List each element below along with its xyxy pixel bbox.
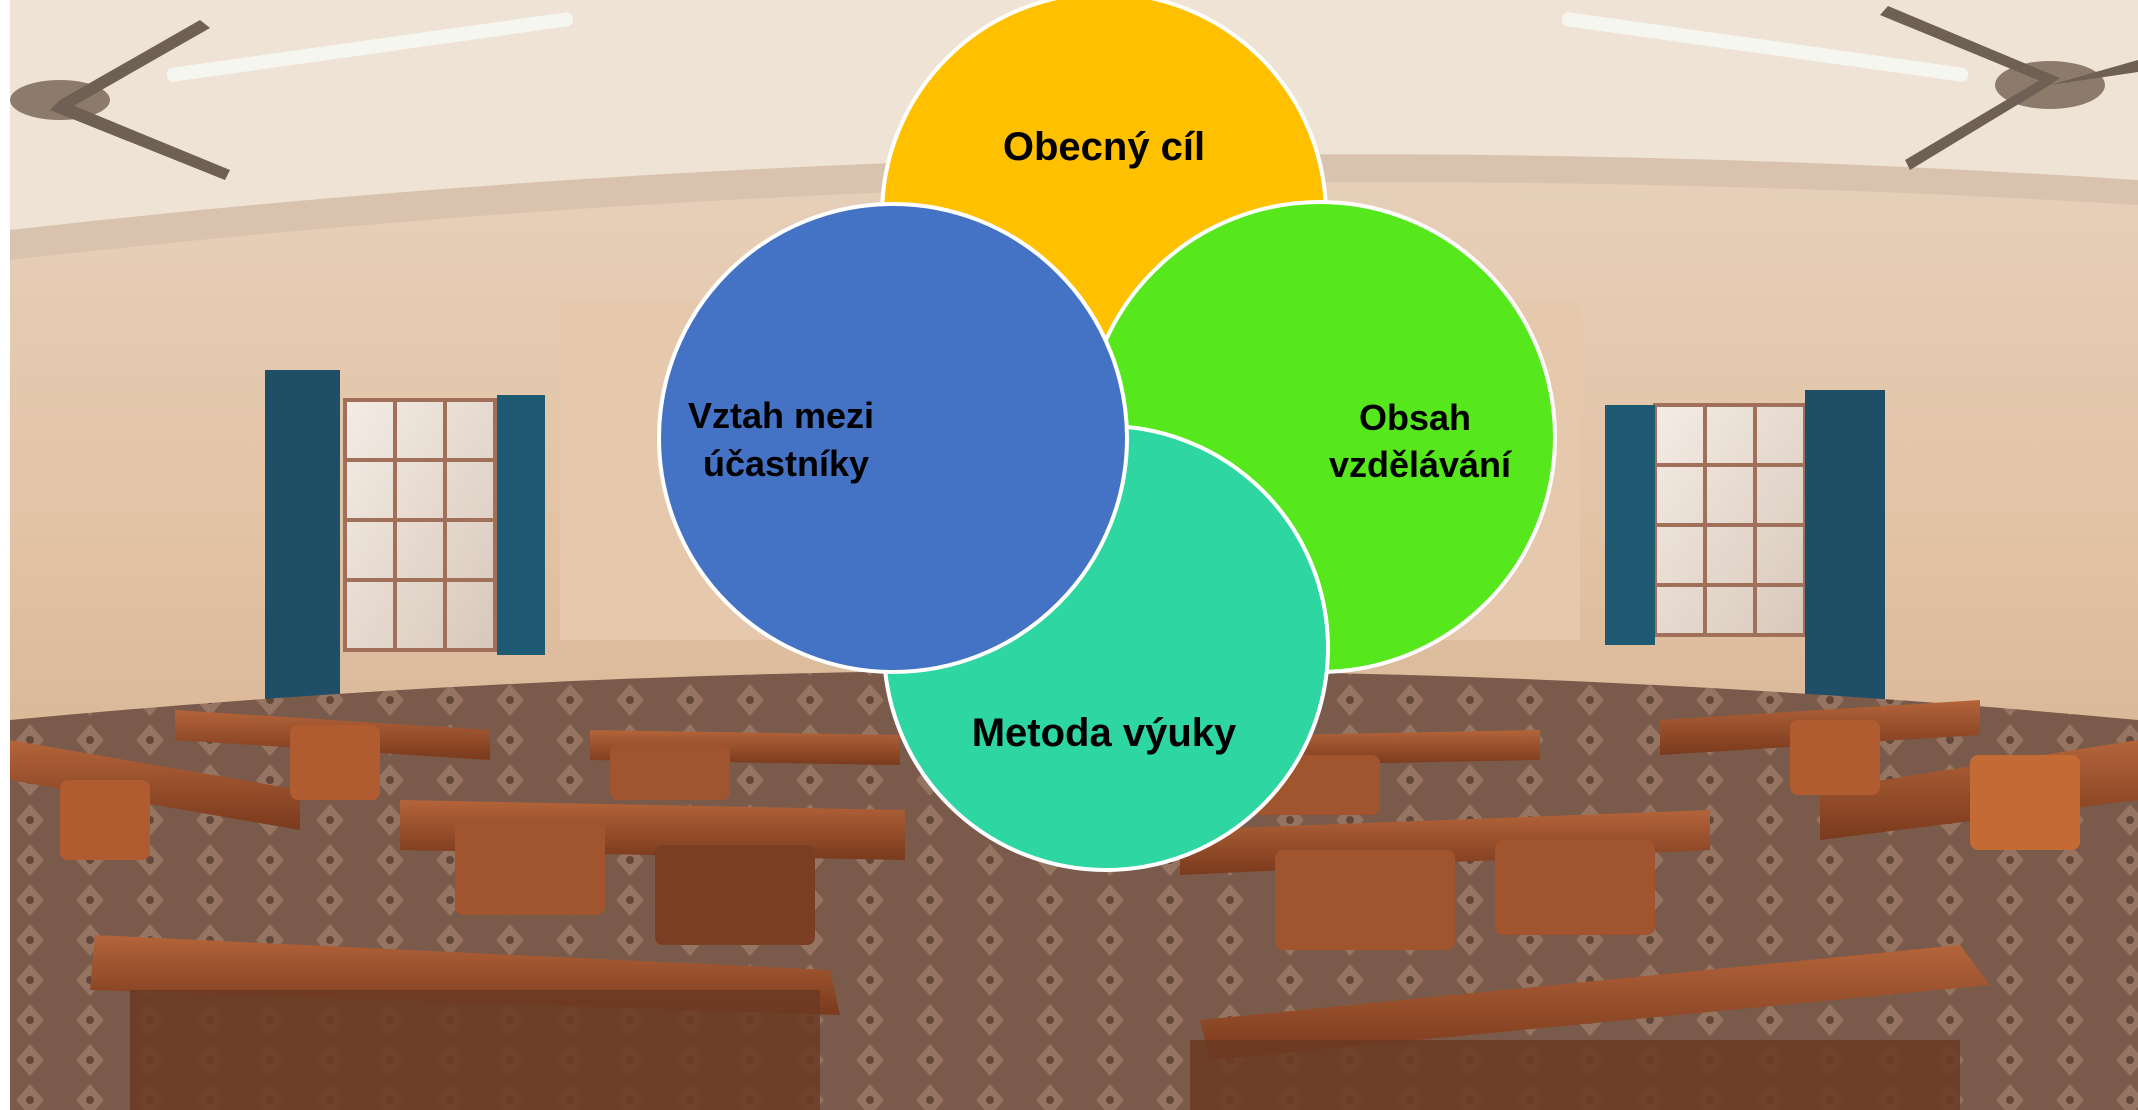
label-content: Obsah vzdělávání — [1329, 397, 1512, 485]
curtain-right-1 — [1605, 405, 1655, 645]
curtain-left-1 — [265, 370, 340, 710]
curtain-right-2 — [1805, 390, 1885, 720]
label-goal-line-1: Obecný cíl — [1003, 125, 1205, 169]
window-right — [1605, 390, 1885, 720]
desks — [10, 700, 2138, 1110]
label-method: Metoda výuky — [972, 711, 1237, 755]
left-margin — [0, 0, 10, 1110]
label-relationship-line-2: účastníky — [703, 443, 869, 484]
ceiling-light-right — [1561, 12, 1969, 82]
ceiling-fan-right — [1880, 6, 2138, 170]
curtain-left-2 — [497, 395, 545, 655]
label-content-line-2: vzdělávání — [1329, 444, 1512, 485]
circle-relationship — [657, 202, 1129, 674]
label-method-line-1: Metoda výuky — [972, 711, 1237, 755]
ceiling-beam — [10, 154, 2138, 260]
label-content-line-1: Obsah — [1359, 397, 1471, 438]
label-relationship: Vztah mezi účastníky — [688, 395, 884, 484]
ceiling-light-left — [166, 12, 574, 82]
label-relationship-line-1: Vztah mezi — [688, 395, 874, 436]
label-goal: Obecný cíl — [1003, 125, 1205, 169]
window-left — [265, 370, 545, 710]
ceiling-fan-left — [10, 20, 230, 180]
venn-diagram: Obecný cíl Obsah vzdělávání Metoda výuky… — [657, 0, 1557, 872]
